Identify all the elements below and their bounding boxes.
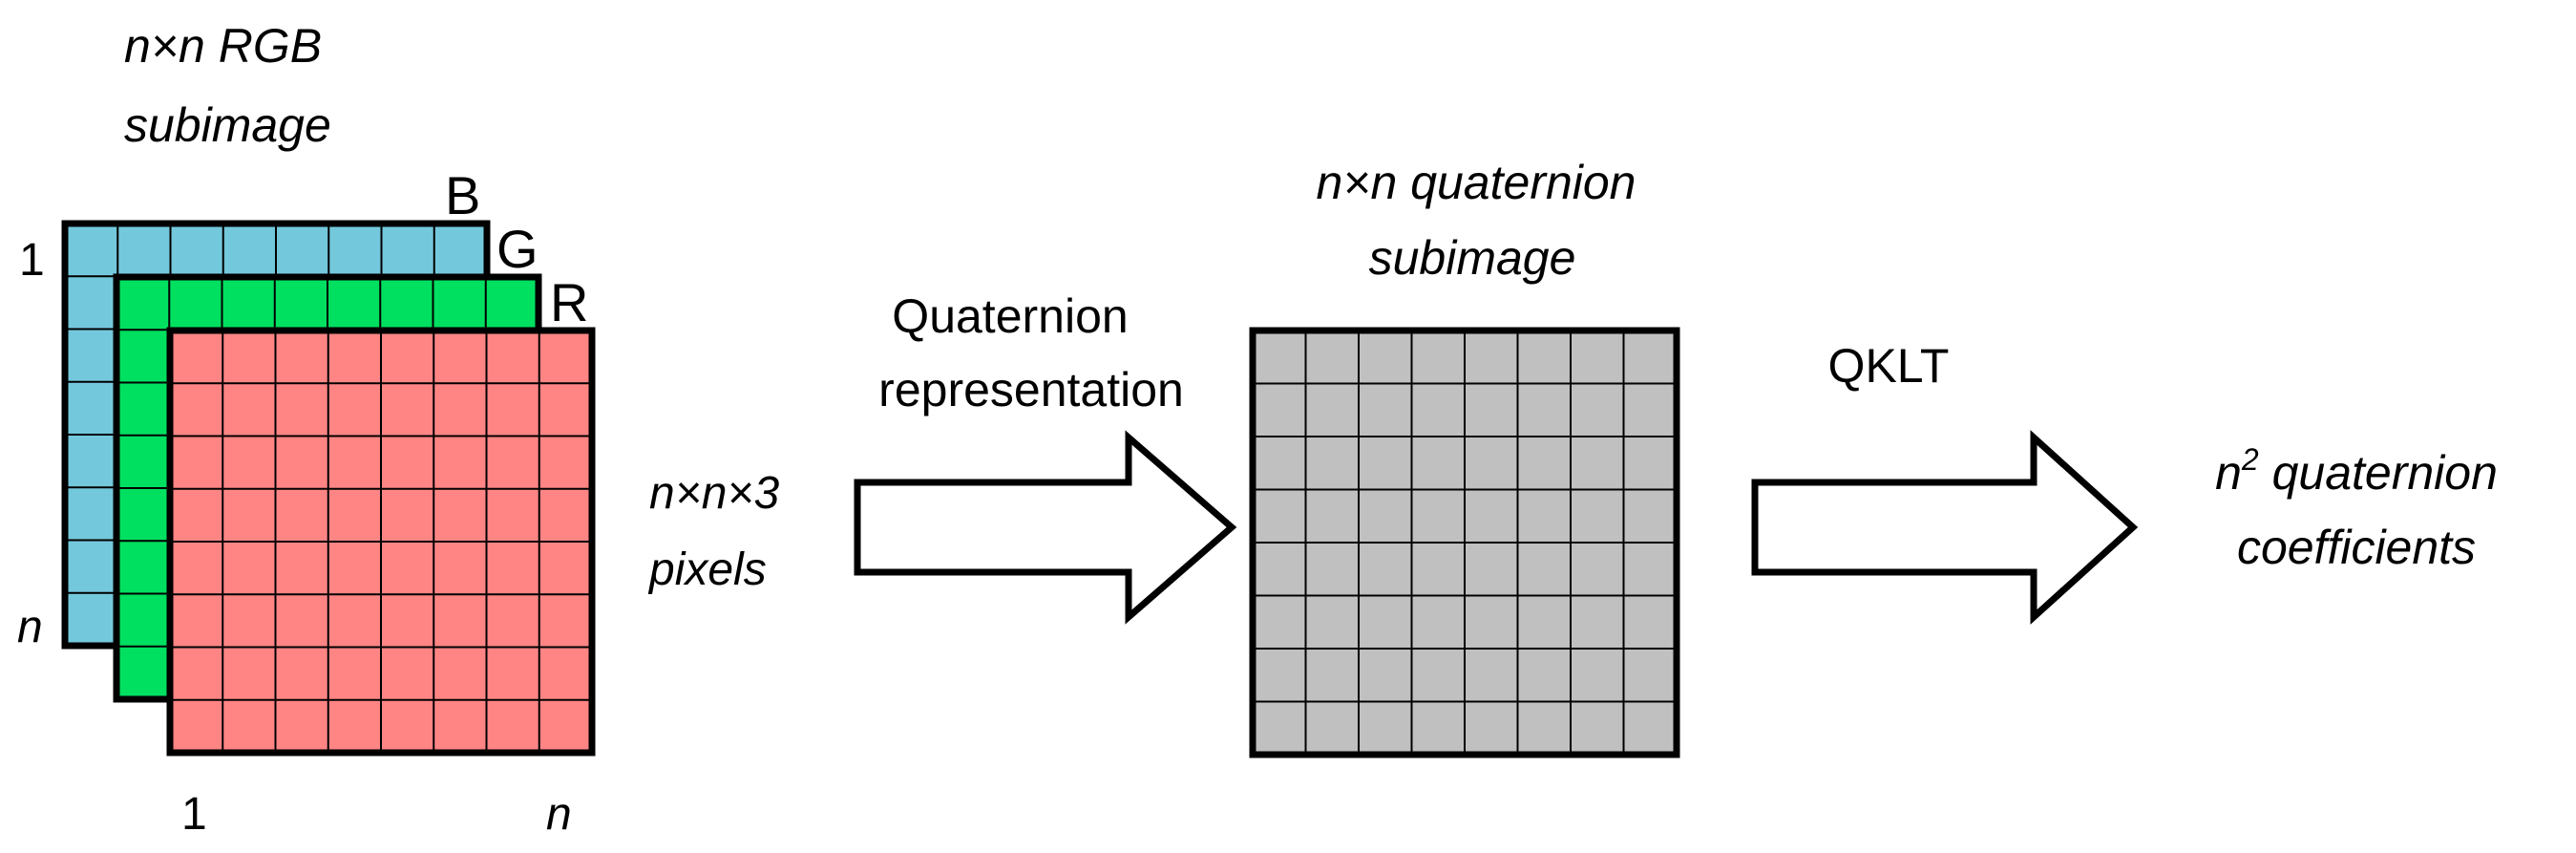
- red-channel-layer: [166, 327, 596, 757]
- rgb-subimage-label-line2: subimage: [124, 98, 331, 152]
- output-label-superscript: 2: [2241, 442, 2259, 477]
- col-index-left: 1: [181, 789, 207, 840]
- qklt-label: QKLT: [1828, 339, 1950, 393]
- row-index-top: 1: [19, 235, 45, 286]
- quaternion-subimage-layer: [1249, 327, 1680, 758]
- output-label-quaternion: quaternion: [2259, 446, 2498, 500]
- channel-label-b: B: [445, 165, 480, 225]
- input-pixels-label-line1: n×n×3: [649, 468, 779, 519]
- channel-label-g: G: [496, 219, 538, 279]
- quaternion-subimage-label-line1: n×n quaternion: [1316, 156, 1636, 209]
- col-index-right: n: [546, 789, 572, 840]
- output-label-n: n: [2215, 446, 2242, 500]
- qklt-arrow: [1751, 430, 2139, 625]
- quaternion-representation-label-line2: representation: [878, 363, 1184, 416]
- row-index-bottom: n: [17, 602, 43, 652]
- quaternion-representation-arrow: [854, 430, 1237, 625]
- input-pixels-label-line2: pixels: [647, 544, 767, 595]
- quaternion-subimage-gridlines: [1253, 331, 1677, 755]
- output-coefficients-label-line1: n2 quaternion: [2215, 442, 2498, 500]
- quaternion-representation-label-line1: Quaternion: [892, 289, 1128, 343]
- channel-label-r: R: [550, 272, 588, 332]
- red-channel-gridlines: [170, 331, 592, 753]
- output-coefficients-label-line2: coefficients: [2237, 521, 2476, 574]
- rgb-subimage-label-line1: n×n RGB: [124, 19, 322, 73]
- quaternion-subimage-label-line2: subimage: [1369, 231, 1576, 285]
